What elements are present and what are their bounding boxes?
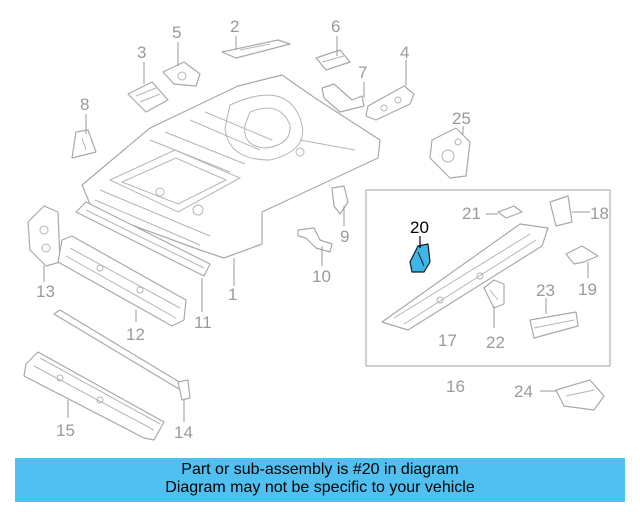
callout-6: 6 (331, 17, 340, 36)
part-21 (497, 205, 523, 219)
assembly-box-16 (365, 189, 611, 367)
part-4 (365, 85, 415, 121)
callout-8: 8 (80, 95, 89, 114)
part-20-highlighted (409, 243, 431, 273)
callout-12: 12 (126, 325, 145, 344)
part-17 (381, 223, 549, 331)
part-5 (162, 61, 201, 87)
callout-14: 14 (174, 423, 193, 442)
part-24 (555, 379, 605, 411)
part-23 (529, 311, 579, 339)
callout-2: 2 (230, 17, 239, 36)
callout-17: 17 (438, 331, 457, 350)
part-14 (53, 309, 191, 401)
callout-1: 1 (228, 285, 237, 304)
floor-pan-part-1 (81, 74, 381, 259)
parts-diagram: 2 3 5 6 4 7 8 25 9 10 13 11 1 12 14 15 1… (23, 17, 611, 442)
callout-11: 11 (194, 313, 212, 332)
callout-19: 19 (578, 280, 597, 299)
part-7 (321, 83, 365, 113)
part-22 (483, 279, 505, 309)
part-2 (221, 39, 291, 59)
callout-7: 7 (358, 63, 367, 82)
part-12 (57, 235, 187, 327)
callout-3: 3 (137, 43, 146, 62)
callout-21: 21 (462, 204, 481, 223)
callout-15: 15 (56, 421, 75, 440)
part-18 (549, 195, 573, 227)
callout-25: 25 (452, 109, 471, 128)
part-11 (75, 201, 211, 277)
leader-lines (43, 36, 590, 422)
banner-line-2: Diagram may not be specific to your vehi… (165, 479, 475, 496)
info-banner: Part or sub-assembly is #20 in diagram D… (15, 458, 625, 502)
part-15 (23, 351, 165, 441)
callout-16: 16 (446, 377, 465, 396)
callout-9: 9 (340, 227, 349, 246)
part-8 (71, 129, 97, 159)
part-25 (429, 127, 471, 179)
callout-numbers: 2 3 5 6 4 7 8 25 9 10 13 11 1 12 14 15 1… (36, 17, 609, 442)
part-9 (331, 185, 349, 215)
part-10 (297, 227, 333, 253)
callout-5: 5 (172, 23, 181, 42)
callout-13: 13 (36, 282, 55, 301)
part-3 (127, 81, 169, 113)
banner-line-1: Part or sub-assembly is #20 in diagram (181, 461, 459, 478)
callout-23: 23 (536, 281, 555, 300)
part-6 (315, 49, 351, 71)
part-13 (27, 205, 61, 267)
callout-4: 4 (400, 43, 409, 62)
callout-22: 22 (486, 333, 505, 352)
callout-24: 24 (514, 382, 533, 401)
callout-18: 18 (590, 204, 609, 223)
highlighted-part-20-shape (409, 243, 431, 273)
part-19 (565, 245, 599, 265)
callout-20: 20 (410, 218, 429, 237)
callout-10: 10 (312, 267, 331, 286)
